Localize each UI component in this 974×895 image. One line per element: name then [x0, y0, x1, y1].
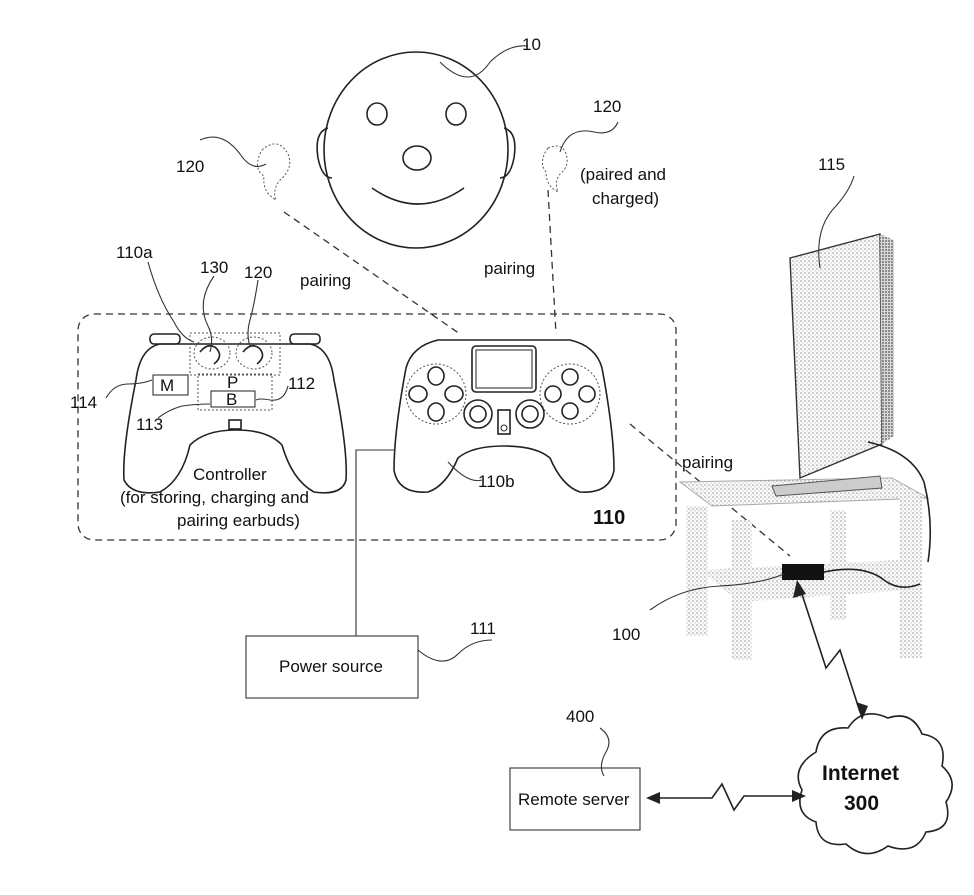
- remote-server-box: [509, 767, 641, 831]
- leader-130: [202, 275, 215, 353]
- label-controller-desc1: (for storing, charging and: [120, 488, 309, 507]
- ref-10: 10: [522, 35, 541, 54]
- ref-113: 113: [136, 415, 163, 434]
- label-controller-title: Controller: [193, 465, 267, 484]
- controller-gamepad: [393, 339, 615, 493]
- leader-114: [105, 379, 153, 399]
- controller-system-box: [77, 313, 677, 541]
- leader-115: [818, 175, 855, 269]
- pairing-line-right: [547, 189, 557, 335]
- remote-server-text: Remote server: [518, 790, 630, 809]
- power-source-text: Power source: [279, 657, 383, 676]
- ref-400: 400: [566, 707, 594, 726]
- ref-120-left: 120: [176, 157, 204, 176]
- ref-120-stored: 120: [244, 263, 272, 282]
- ref-110: 110: [593, 507, 625, 529]
- block-m-text: M: [160, 376, 174, 395]
- earbud-right: [542, 145, 568, 194]
- label-pairing-left: pairing: [300, 271, 351, 290]
- label-paired-line1: (paired and: [580, 165, 666, 184]
- leader-110a: [147, 261, 195, 343]
- ref-111: 111: [470, 619, 496, 638]
- leader-400: [599, 727, 610, 777]
- ref-130: 130: [200, 258, 228, 277]
- ref-114: 114: [70, 393, 97, 412]
- leader-112: [255, 385, 289, 401]
- link-console-internet: [793, 580, 868, 720]
- user-head: [316, 51, 516, 249]
- power-source-box: [245, 635, 419, 699]
- console: [782, 564, 824, 580]
- console-cable: [823, 568, 921, 588]
- ref-110a: 110a: [116, 243, 153, 262]
- label-pairing-right: pairing: [484, 259, 535, 278]
- ref-120-right: 120: [593, 97, 621, 116]
- tv-display: [771, 233, 932, 563]
- ref-115: 115: [818, 155, 845, 174]
- power-cable: [355, 449, 394, 636]
- leader-110b: [447, 461, 483, 482]
- leader-120-right: [559, 121, 619, 153]
- link-server-internet: [646, 782, 806, 812]
- internet-cloud: Internet 300: [797, 712, 953, 855]
- leader-120-stored: [247, 279, 259, 347]
- ref-112: 112: [288, 374, 315, 393]
- block-b-text: B: [226, 390, 237, 409]
- internet-text-line2: 300: [844, 792, 879, 815]
- leader-10: [439, 45, 529, 78]
- earbud-left: [257, 143, 291, 202]
- controller-storage: M P B Controller: [122, 332, 348, 494]
- label-paired-line2: charged): [592, 189, 659, 208]
- leader-100: [649, 573, 785, 611]
- ref-100: 100: [612, 625, 640, 644]
- internet-text-line1: Internet: [822, 762, 899, 785]
- pairing-line-console: [629, 423, 791, 557]
- ref-110b: 110b: [478, 472, 515, 491]
- label-controller-desc2: pairing earbuds): [177, 511, 300, 530]
- label-pairing-console: pairing: [682, 453, 733, 472]
- leader-111: [417, 639, 493, 662]
- leader-120-left: [199, 136, 267, 167]
- block-p-text: P: [227, 373, 238, 392]
- leader-113: [157, 403, 211, 419]
